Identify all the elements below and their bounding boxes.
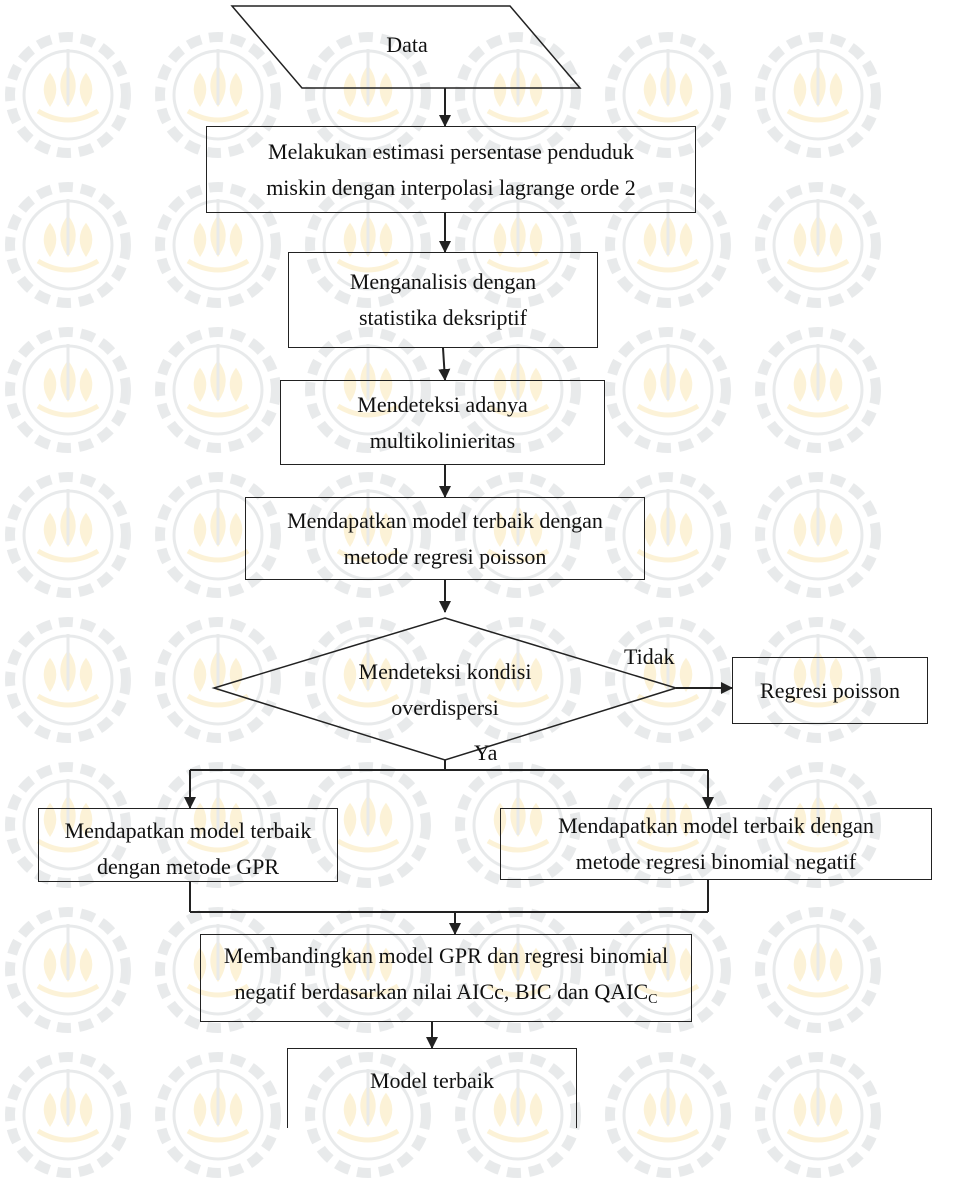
watermark-logo xyxy=(455,327,581,453)
poisson-result-box: Regresi poisson xyxy=(732,657,928,724)
watermark-logo xyxy=(605,1052,731,1178)
start-label: Data xyxy=(386,32,428,57)
watermark-logo xyxy=(155,182,281,308)
watermark-logo xyxy=(755,907,881,1033)
watermark-logo xyxy=(155,327,281,453)
poisson-result-label: Regresi poisson xyxy=(760,677,900,703)
watermark-logo xyxy=(155,617,281,743)
binomial-box: Mendapatkan model terbaik dengan metode … xyxy=(500,808,932,880)
step2-box: Menganalisis dengan statistika deksripti… xyxy=(288,252,598,348)
watermark-logo xyxy=(305,1052,431,1178)
compare-line2: negatif berdasarkan nilai AICc, BIC dan … xyxy=(224,974,668,1018)
watermark-logo xyxy=(455,762,581,888)
watermark-logo xyxy=(605,32,731,158)
watermark-logo xyxy=(755,472,881,598)
binomial-line1: Mendapatkan model terbaik dengan xyxy=(558,813,874,838)
watermark-logo xyxy=(605,327,731,453)
compare-line2-main: negatif berdasarkan nilai AICc, BIC dan … xyxy=(234,979,649,1004)
step2-line2: statistika deksriptif xyxy=(358,305,527,330)
compare-line1: Membandingkan model GPR dan regresi bino… xyxy=(223,943,669,968)
watermark-logo xyxy=(155,32,281,158)
watermark-logo xyxy=(5,907,131,1033)
start-parallelogram xyxy=(230,5,582,89)
watermark-logo xyxy=(305,32,431,158)
step4-line2: metode regresi poisson xyxy=(343,543,547,569)
start-node: Data xyxy=(302,10,512,80)
step3-line2: multikolinieritas xyxy=(369,427,516,453)
watermark-logo xyxy=(755,762,881,888)
watermark-logo xyxy=(305,762,431,888)
watermark-logo xyxy=(605,472,731,598)
watermark-logo xyxy=(755,327,881,453)
gpr-line1: Mendapatkan model terbaik xyxy=(64,818,312,843)
binomial-line2: metode regresi binomial negatif xyxy=(575,849,857,874)
step3-box: Mendeteksi adanya multikolinieritas xyxy=(280,380,605,465)
watermark-logo xyxy=(455,182,581,308)
watermark-logo xyxy=(155,1052,281,1178)
step2-line1: Menganalisis dengan xyxy=(349,269,537,294)
watermark-logo xyxy=(5,617,131,743)
watermark-logo xyxy=(155,762,281,888)
end-label: Model terbaik xyxy=(369,1068,495,1093)
decision-line2: overdispersi xyxy=(391,695,499,720)
watermark-logo xyxy=(605,762,731,888)
watermark-logo xyxy=(5,182,131,308)
watermark-logo xyxy=(5,1052,131,1178)
watermark-logo xyxy=(5,32,131,158)
compare-box: Membandingkan model GPR dan regresi bino… xyxy=(200,934,692,1022)
watermark-logo xyxy=(5,762,131,888)
watermark-logo xyxy=(155,472,281,598)
watermark-logo xyxy=(5,327,131,453)
decision-node: Mendeteksi kondisi overdispersi xyxy=(320,654,570,720)
step3-line1: Mendeteksi adanya xyxy=(357,391,528,417)
arrow-step2-to-step3 xyxy=(438,347,451,381)
watermark-logo xyxy=(305,617,431,743)
watermark-logo xyxy=(755,617,881,743)
yes-branch-label: Ya xyxy=(474,740,498,765)
watermark-logo xyxy=(305,327,431,453)
gpr-box: Mendapatkan model terbaik dengan metode … xyxy=(38,808,338,882)
watermark-logo xyxy=(605,182,731,308)
no-branch-label: Tidak xyxy=(624,644,675,669)
watermark-logo xyxy=(755,1052,881,1178)
step1-box: Melakukan estimasi persentase penduduk m… xyxy=(206,126,696,213)
end-box: Model terbaik xyxy=(287,1048,577,1128)
decision-line1: Mendeteksi kondisi xyxy=(358,659,532,684)
watermark-logo xyxy=(455,32,581,158)
watermark-logo xyxy=(755,182,881,308)
compare-line2-subscript: C xyxy=(648,992,658,1007)
step4-line1: Mendapatkan model terbaik dengan xyxy=(287,507,603,533)
watermark-logo xyxy=(755,32,881,158)
step4-box: Mendapatkan model terbaik dengan metode … xyxy=(245,497,645,580)
step1-line2: miskin dengan interpolasi lagrange orde … xyxy=(266,174,636,200)
watermark-logo xyxy=(5,472,131,598)
gpr-line2: dengan metode GPR xyxy=(96,854,280,879)
step1-line1: Melakukan estimasi persentase penduduk xyxy=(268,138,634,164)
watermark-logo xyxy=(305,182,431,308)
watermark-logo xyxy=(605,617,731,743)
